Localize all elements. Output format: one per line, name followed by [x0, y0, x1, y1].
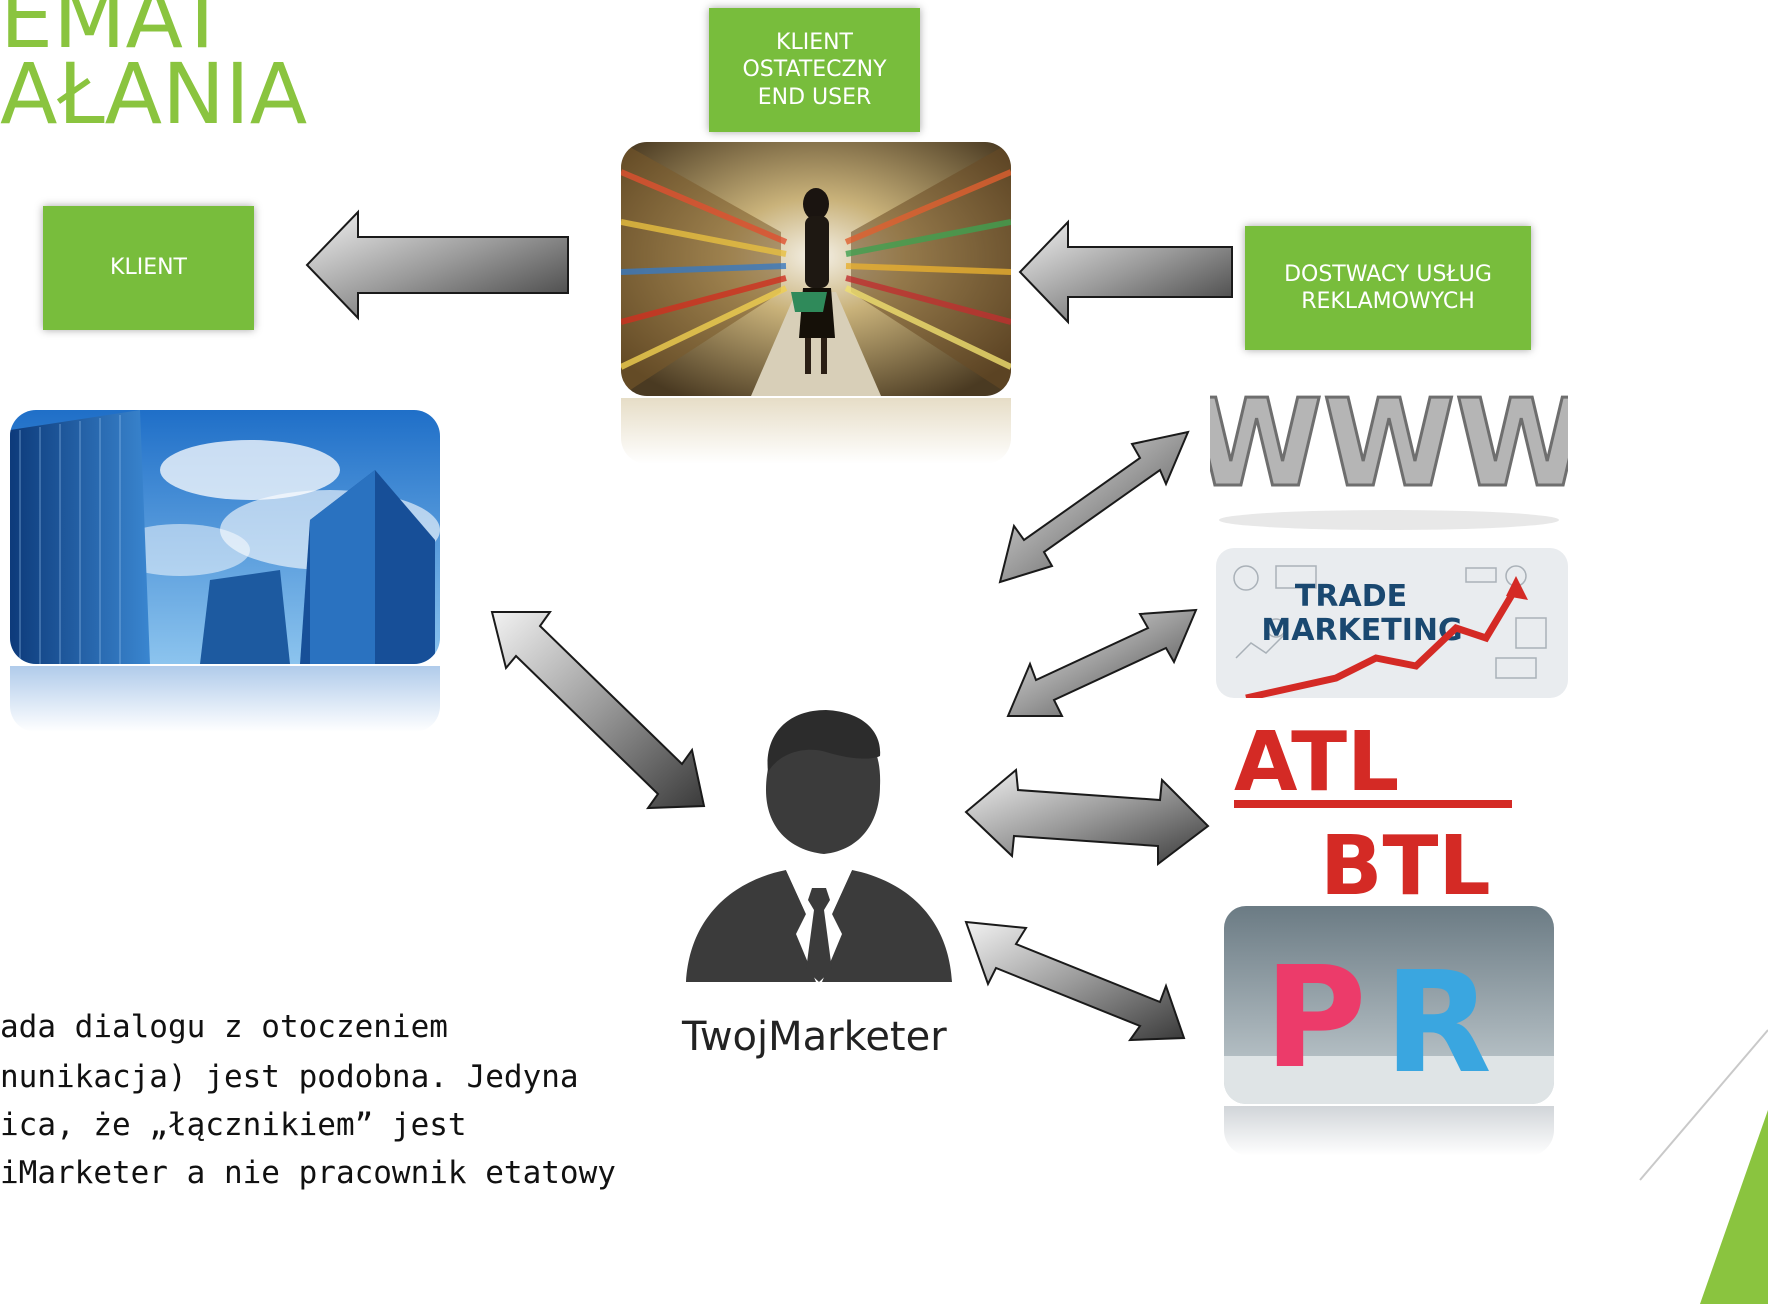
slide-title-line-1: EMAT	[0, 0, 228, 67]
pr-letter-r: R	[1384, 942, 1492, 1104]
marketer-caption: TwojMarketer	[682, 1014, 947, 1060]
client-box-label: KLIENT	[110, 255, 187, 281]
pr-letter-p: P	[1264, 937, 1367, 1100]
trade-marketing-illustration: TRADE MARKETING	[1216, 548, 1568, 698]
body-line-1: ada dialogu z otoczeniem	[0, 1009, 448, 1045]
arrow-marketer-trade	[1006, 608, 1198, 717]
corner-accent	[1700, 1110, 1768, 1304]
corner-accent-line	[1639, 1029, 1768, 1181]
supermarket-illustration	[621, 142, 1011, 396]
trade-label: TRADE	[1295, 579, 1407, 614]
arrow-marketer-atl-btl	[964, 768, 1210, 867]
body-line-3: ica, że „łącznikiem” jest	[0, 1107, 467, 1143]
client-box: KLIENT	[43, 206, 254, 330]
buildings-illustration	[10, 410, 440, 664]
supermarket-reflection	[621, 398, 1011, 464]
www-letters: WWW	[1210, 375, 1568, 514]
arrow-to-client	[305, 209, 569, 321]
end-user-box: KLIENT OSTATECZNY END USER	[709, 8, 920, 132]
pr-image: P R	[1224, 906, 1554, 1104]
atl-label: ATL	[1234, 715, 1399, 810]
www-illustration: WWW	[1210, 370, 1568, 538]
pr-illustration: P R	[1224, 906, 1554, 1104]
atl-btl-illustration: ATL BTL	[1214, 708, 1534, 904]
btl-label: BTL	[1320, 819, 1491, 904]
pr-reflection	[1224, 1106, 1554, 1156]
arrow-to-end-user	[1018, 219, 1233, 325]
supermarket-photo	[621, 142, 1011, 396]
suppliers-line-1: DOSTWACY USŁUG	[1284, 261, 1492, 287]
body-line-4: iMarketer a nie pracownik etatowy	[0, 1155, 616, 1191]
suppliers-line-2: REKLAMOWYCH	[1301, 289, 1475, 314]
arrow-client-marketer	[490, 611, 706, 810]
businessman-icon	[686, 710, 952, 982]
arrow-marketer-pr	[964, 920, 1186, 1042]
atl-btl-image: ATL BTL	[1214, 708, 1534, 904]
arrow-marketer-www	[998, 430, 1190, 584]
marketing-label: MARKETING	[1261, 613, 1462, 648]
suppliers-box: DOSTWACY USŁUG REKLAMOWYCH	[1245, 226, 1531, 350]
end-user-line-1: KLIENT	[776, 29, 853, 55]
buildings-reflection	[10, 666, 440, 732]
end-user-line-2: OSTATECZNY	[742, 57, 887, 83]
slide-title-line-2: AŁANIA	[0, 45, 308, 143]
buildings-photo	[10, 410, 440, 664]
www-image: WWW	[1210, 370, 1568, 538]
body-line-2: nunikacja) jest podobna. Jedyna	[0, 1059, 579, 1095]
end-user-line-3: END USER	[757, 84, 872, 110]
trade-marketing-image: TRADE MARKETING	[1216, 548, 1568, 698]
